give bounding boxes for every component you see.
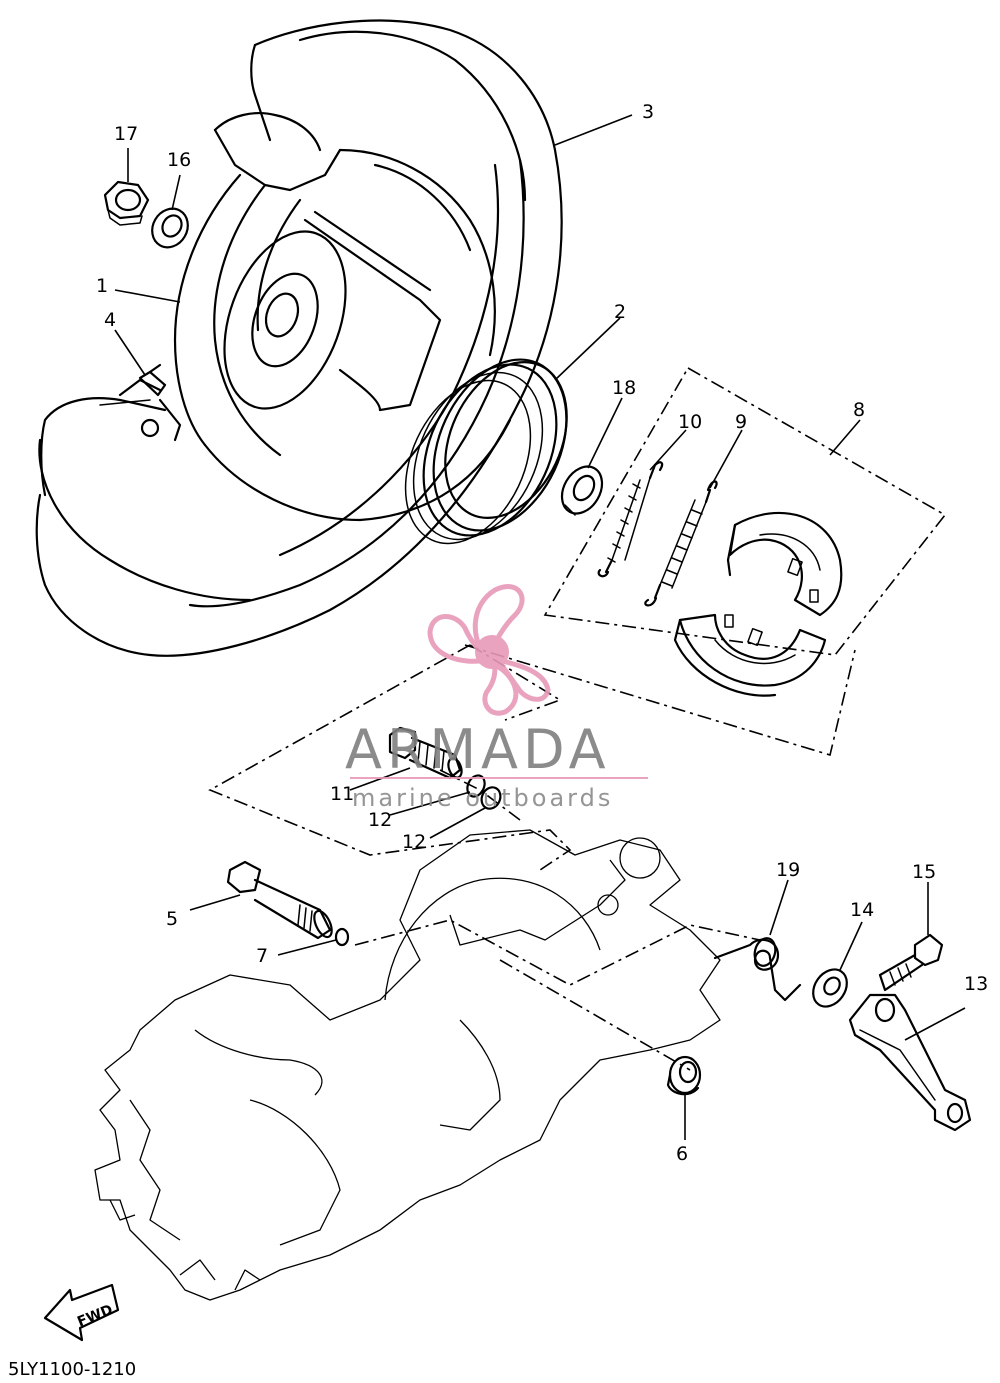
callout-2: 2 — [614, 301, 626, 323]
callout-16: 16 — [167, 149, 191, 171]
washer-16 — [151, 207, 189, 249]
callout-10: 10 — [678, 411, 702, 433]
brake-lever-13 — [848, 993, 972, 1132]
callout-8: 8 — [853, 399, 865, 421]
leader-lines — [114, 114, 966, 1140]
axle-5 — [226, 860, 333, 940]
fwd-arrow-icon: FWD — [43, 1283, 120, 1342]
callout-11: 11 — [330, 783, 354, 805]
callout-17: 17 — [114, 123, 138, 145]
callout-5: 5 — [166, 908, 178, 930]
callout-12-a: 12 — [368, 809, 392, 831]
washer-14 — [812, 968, 848, 1008]
diagram-code: 5LY1100-1210 — [8, 1359, 136, 1380]
oil-seal-18 — [560, 465, 604, 516]
brake-drum-ring — [404, 358, 568, 545]
fwd-label: FWD — [75, 1302, 115, 1331]
callout-9: 9 — [735, 411, 747, 433]
callout-12-b: 12 — [402, 831, 426, 853]
crankcase-outline — [94, 829, 721, 1301]
callout-numbers: 17 16 1 4 3 2 18 10 9 8 11 12 12 5 7 6 1… — [96, 101, 988, 1165]
callout-6: 6 — [676, 1143, 688, 1165]
valve-stem — [138, 363, 167, 397]
spring-10 — [597, 461, 664, 578]
callout-19: 19 — [776, 859, 800, 881]
o-ring-12b — [480, 786, 502, 810]
callout-15: 15 — [912, 861, 936, 883]
watermark-tagline: marine outboards — [352, 784, 613, 812]
spring-9 — [644, 480, 718, 607]
callout-13: 13 — [964, 973, 988, 995]
circlip-7 — [334, 927, 350, 947]
brake-shoes — [673, 511, 843, 697]
o-ring-12a — [466, 774, 486, 798]
watermark: ARMADA marine outboards — [345, 584, 648, 812]
callout-4: 4 — [104, 309, 116, 331]
nut-17 — [103, 180, 150, 226]
callout-18: 18 — [612, 377, 636, 399]
watermark-brand: ARMADA — [345, 718, 611, 781]
callout-1: 1 — [96, 275, 108, 297]
callout-14: 14 — [850, 899, 874, 921]
callout-7: 7 — [256, 945, 268, 967]
rear-wheel — [35, 19, 563, 657]
brake-camshaft-11 — [388, 726, 463, 780]
propeller-logo-icon — [427, 584, 551, 716]
callout-3: 3 — [642, 101, 654, 123]
torsion-spring-19 — [713, 937, 802, 1002]
bushing-6 — [666, 1055, 702, 1096]
bolt-15 — [878, 933, 944, 992]
